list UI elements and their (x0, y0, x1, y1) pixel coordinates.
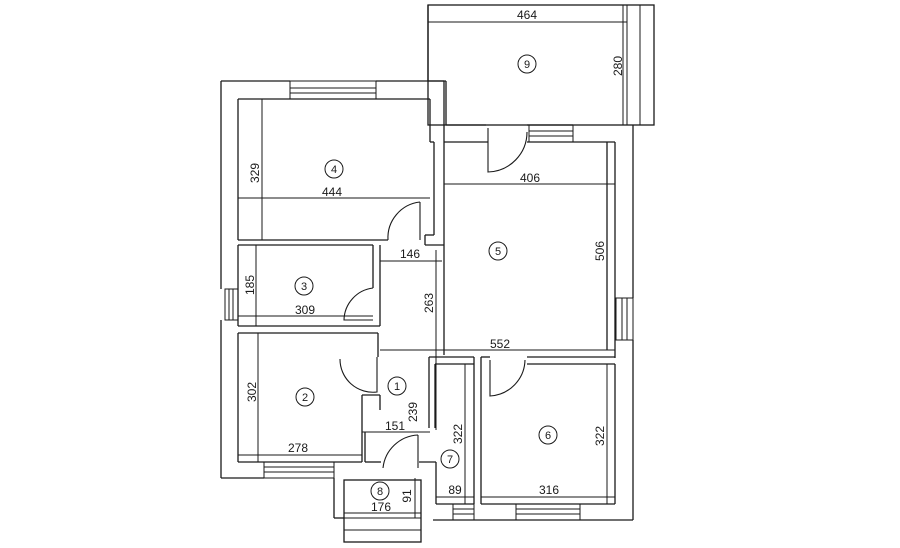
room-2-marker (295, 387, 315, 407)
room-1-marker (387, 376, 407, 396)
svg-text:5: 5 (495, 246, 501, 258)
room-7-marker (440, 449, 460, 469)
room-4 (237, 98, 445, 246)
dim-r2-height: 302 (245, 382, 259, 402)
dim-r5-bottom: 552 (490, 337, 510, 351)
svg-text:4: 4 (331, 164, 337, 176)
svg-text:6: 6 (545, 430, 551, 442)
room-3-marker (294, 276, 314, 296)
door-entry (382, 434, 419, 469)
dim-r6-width: 316 (539, 483, 559, 497)
dim-r4-height: 329 (248, 163, 262, 183)
svg-text:2: 2 (302, 392, 308, 404)
dim-r3-width: 309 (295, 303, 315, 317)
room-6-marker (538, 425, 558, 445)
room-6 (480, 356, 616, 505)
dim-r4-width: 444 (322, 185, 342, 199)
dim-r9-width: 464 (517, 8, 537, 22)
room-7 (428, 356, 475, 505)
dim-r2-width: 278 (288, 441, 308, 455)
svg-text:1: 1 (394, 381, 400, 393)
room-8-marker (370, 481, 390, 501)
room-5 (380, 141, 616, 358)
door-room4 (387, 201, 421, 241)
svg-text:7: 7 (447, 454, 453, 466)
dim-r1-width: 151 (385, 419, 405, 433)
room-9-marker (517, 54, 537, 74)
dim-corridor-width: 146 (400, 247, 420, 261)
room-8 (343, 478, 422, 543)
door-room3 (343, 287, 374, 321)
svg-text:3: 3 (301, 281, 307, 293)
door-room6 (489, 359, 526, 397)
svg-text:8: 8 (377, 486, 383, 498)
door-room2 (339, 357, 378, 393)
dim-r5-height: 506 (593, 241, 607, 261)
dim-r1-height: 239 (406, 402, 420, 422)
dim-r9-height: 280 (611, 56, 625, 76)
room-2 (237, 332, 381, 463)
dim-r6-height: 322 (593, 426, 607, 446)
dim-r7-height: 322 (451, 424, 465, 444)
room-1 (362, 250, 615, 463)
room-5-marker (488, 241, 508, 261)
room-markers: 9 4 5 3 2 1 6 7 8 (294, 54, 558, 501)
door-room9 (487, 128, 528, 173)
doors (339, 128, 528, 469)
dim-r3-height: 185 (243, 275, 257, 295)
dim-r8-height: 91 (400, 489, 414, 503)
dim-r7-width: 89 (448, 483, 462, 497)
dimension-labels: 464 280 329 444 406 506 552 146 263 185 … (243, 8, 625, 514)
dim-r8-width: 176 (371, 500, 391, 514)
dim-corridor-height: 263 (422, 293, 436, 313)
svg-text:9: 9 (524, 59, 530, 71)
room-3 (237, 244, 381, 327)
dim-r5-top: 406 (520, 171, 540, 185)
room-4-marker (324, 159, 344, 179)
